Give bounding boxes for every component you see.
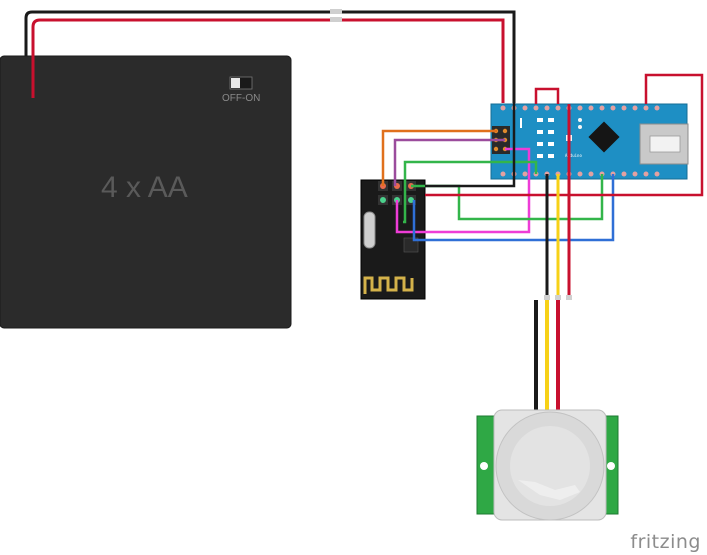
battery-red-lead [31, 18, 330, 98]
signal-wires [381, 73, 704, 242]
crystal [363, 211, 376, 249]
battery-leads [24, 9, 516, 103]
battery-label: 4 x AA [101, 171, 188, 204]
battery-black-lead [24, 10, 330, 56]
top-header-pins [500, 105, 660, 111]
wire-purple [393, 138, 505, 186]
usb-connector [639, 123, 689, 165]
wire-magenta [395, 147, 531, 234]
wire-green-a [403, 160, 538, 224]
switch-label: OFF-ON [222, 93, 260, 104]
bottom-header-pins [500, 171, 660, 177]
wire-green-b [411, 174, 604, 221]
wire-red-bridge [534, 87, 560, 104]
fritzing-watermark: fritzing [630, 531, 701, 553]
arduino-nano: Arduino [490, 103, 689, 180]
wire-orange [381, 129, 497, 186]
wire-red-vin [491, 73, 704, 197]
pir-sensor [476, 409, 619, 521]
wire-blue [412, 174, 615, 242]
pcb-antenna [363, 276, 414, 294]
board-text: Arduino [565, 153, 582, 158]
pir-wires [534, 104, 572, 410]
battery-pack: OFF-ON 4 x AA [0, 55, 292, 329]
wire-black-gnd [425, 103, 516, 188]
